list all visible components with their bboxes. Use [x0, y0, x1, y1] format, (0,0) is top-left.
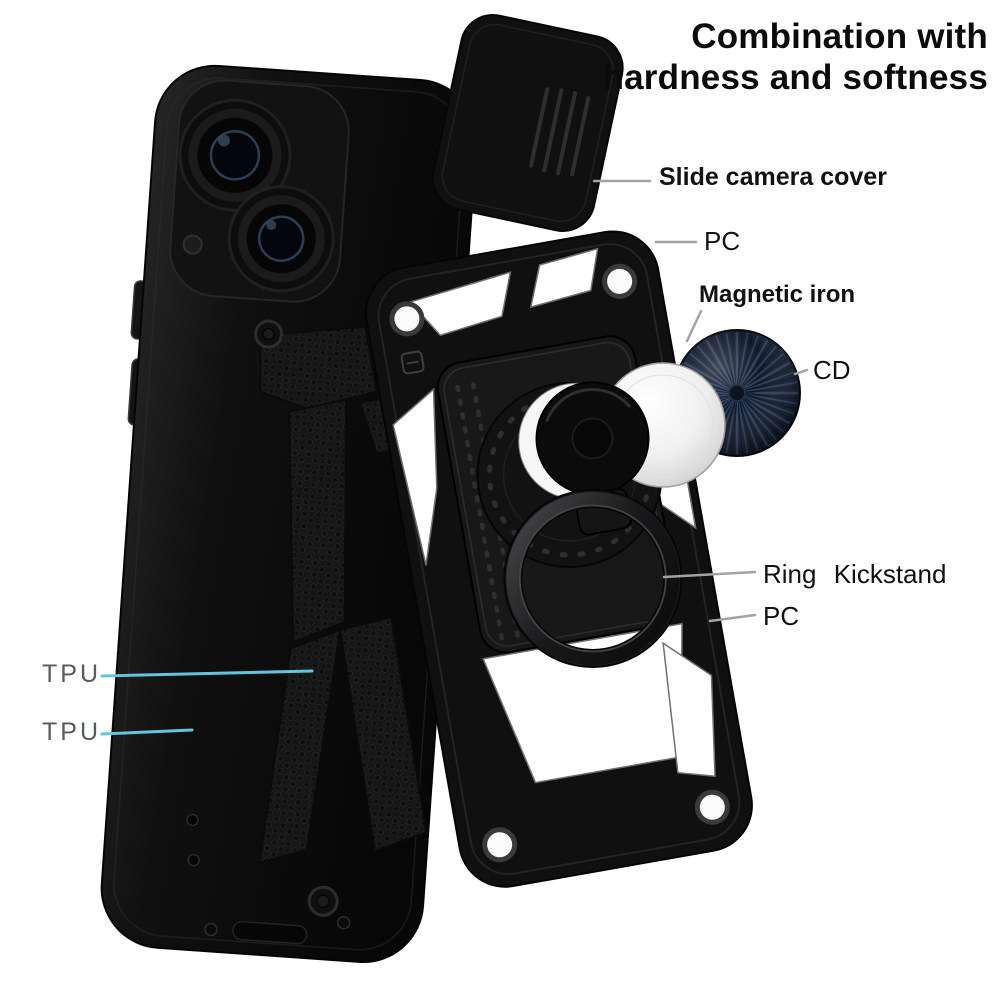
kickstand-ring	[503, 489, 683, 669]
connector-ring-kickstand	[662, 570, 757, 579]
frame-corner-holes	[389, 263, 730, 863]
label-slide-camera-cover: Slide camera cover	[659, 163, 887, 191]
label-pc-right: PC	[763, 601, 800, 631]
frame-logo-mark	[400, 350, 425, 375]
connector-cd	[793, 368, 809, 376]
connector-tpu-upper	[100, 669, 314, 678]
title-line-1: Combination with	[691, 17, 988, 56]
connector-tpu-lower	[100, 728, 194, 736]
case-bolt-top	[254, 319, 284, 349]
speaker-hole	[186, 813, 199, 827]
connector-magnetic-iron	[685, 309, 703, 343]
frame-cutouts	[392, 247, 716, 784]
camera-lens-bottom	[227, 185, 335, 293]
case-armor-texture	[258, 325, 449, 865]
phone-case	[100, 64, 478, 964]
case-bolt-bottom	[307, 885, 339, 917]
slide-camera-cover-part	[431, 14, 624, 232]
charging-port-cutout	[232, 920, 308, 945]
label-tpu-upper: TPU	[42, 660, 101, 688]
page-title: Combination with hardness and softness	[588, 16, 988, 99]
label-ring-kickstand: Ring Kickstand	[763, 559, 947, 589]
cd-center	[728, 384, 746, 402]
title-line-2: hardness and softness	[602, 58, 988, 98]
camera-module	[169, 79, 350, 303]
lens-glint	[217, 134, 230, 147]
lens-glint	[266, 219, 277, 230]
ring-kickstand-part	[503, 381, 683, 669]
label-cd: CD	[813, 355, 851, 385]
label-pc-top: PC	[704, 226, 741, 256]
screw-hole	[336, 915, 351, 930]
screw-hole	[204, 922, 218, 937]
speaker-hole	[187, 853, 200, 867]
label-tpu-lower: TPU	[42, 718, 101, 746]
callout-lines	[100, 179, 809, 736]
camera-lens-top	[178, 98, 292, 212]
slide-cover-grip-slits	[529, 87, 591, 177]
spinner-disc	[535, 381, 650, 496]
label-magnetic-iron: Magnetic iron	[699, 281, 856, 308]
flash-hole	[182, 234, 203, 255]
connector-pc-right	[708, 613, 757, 623]
